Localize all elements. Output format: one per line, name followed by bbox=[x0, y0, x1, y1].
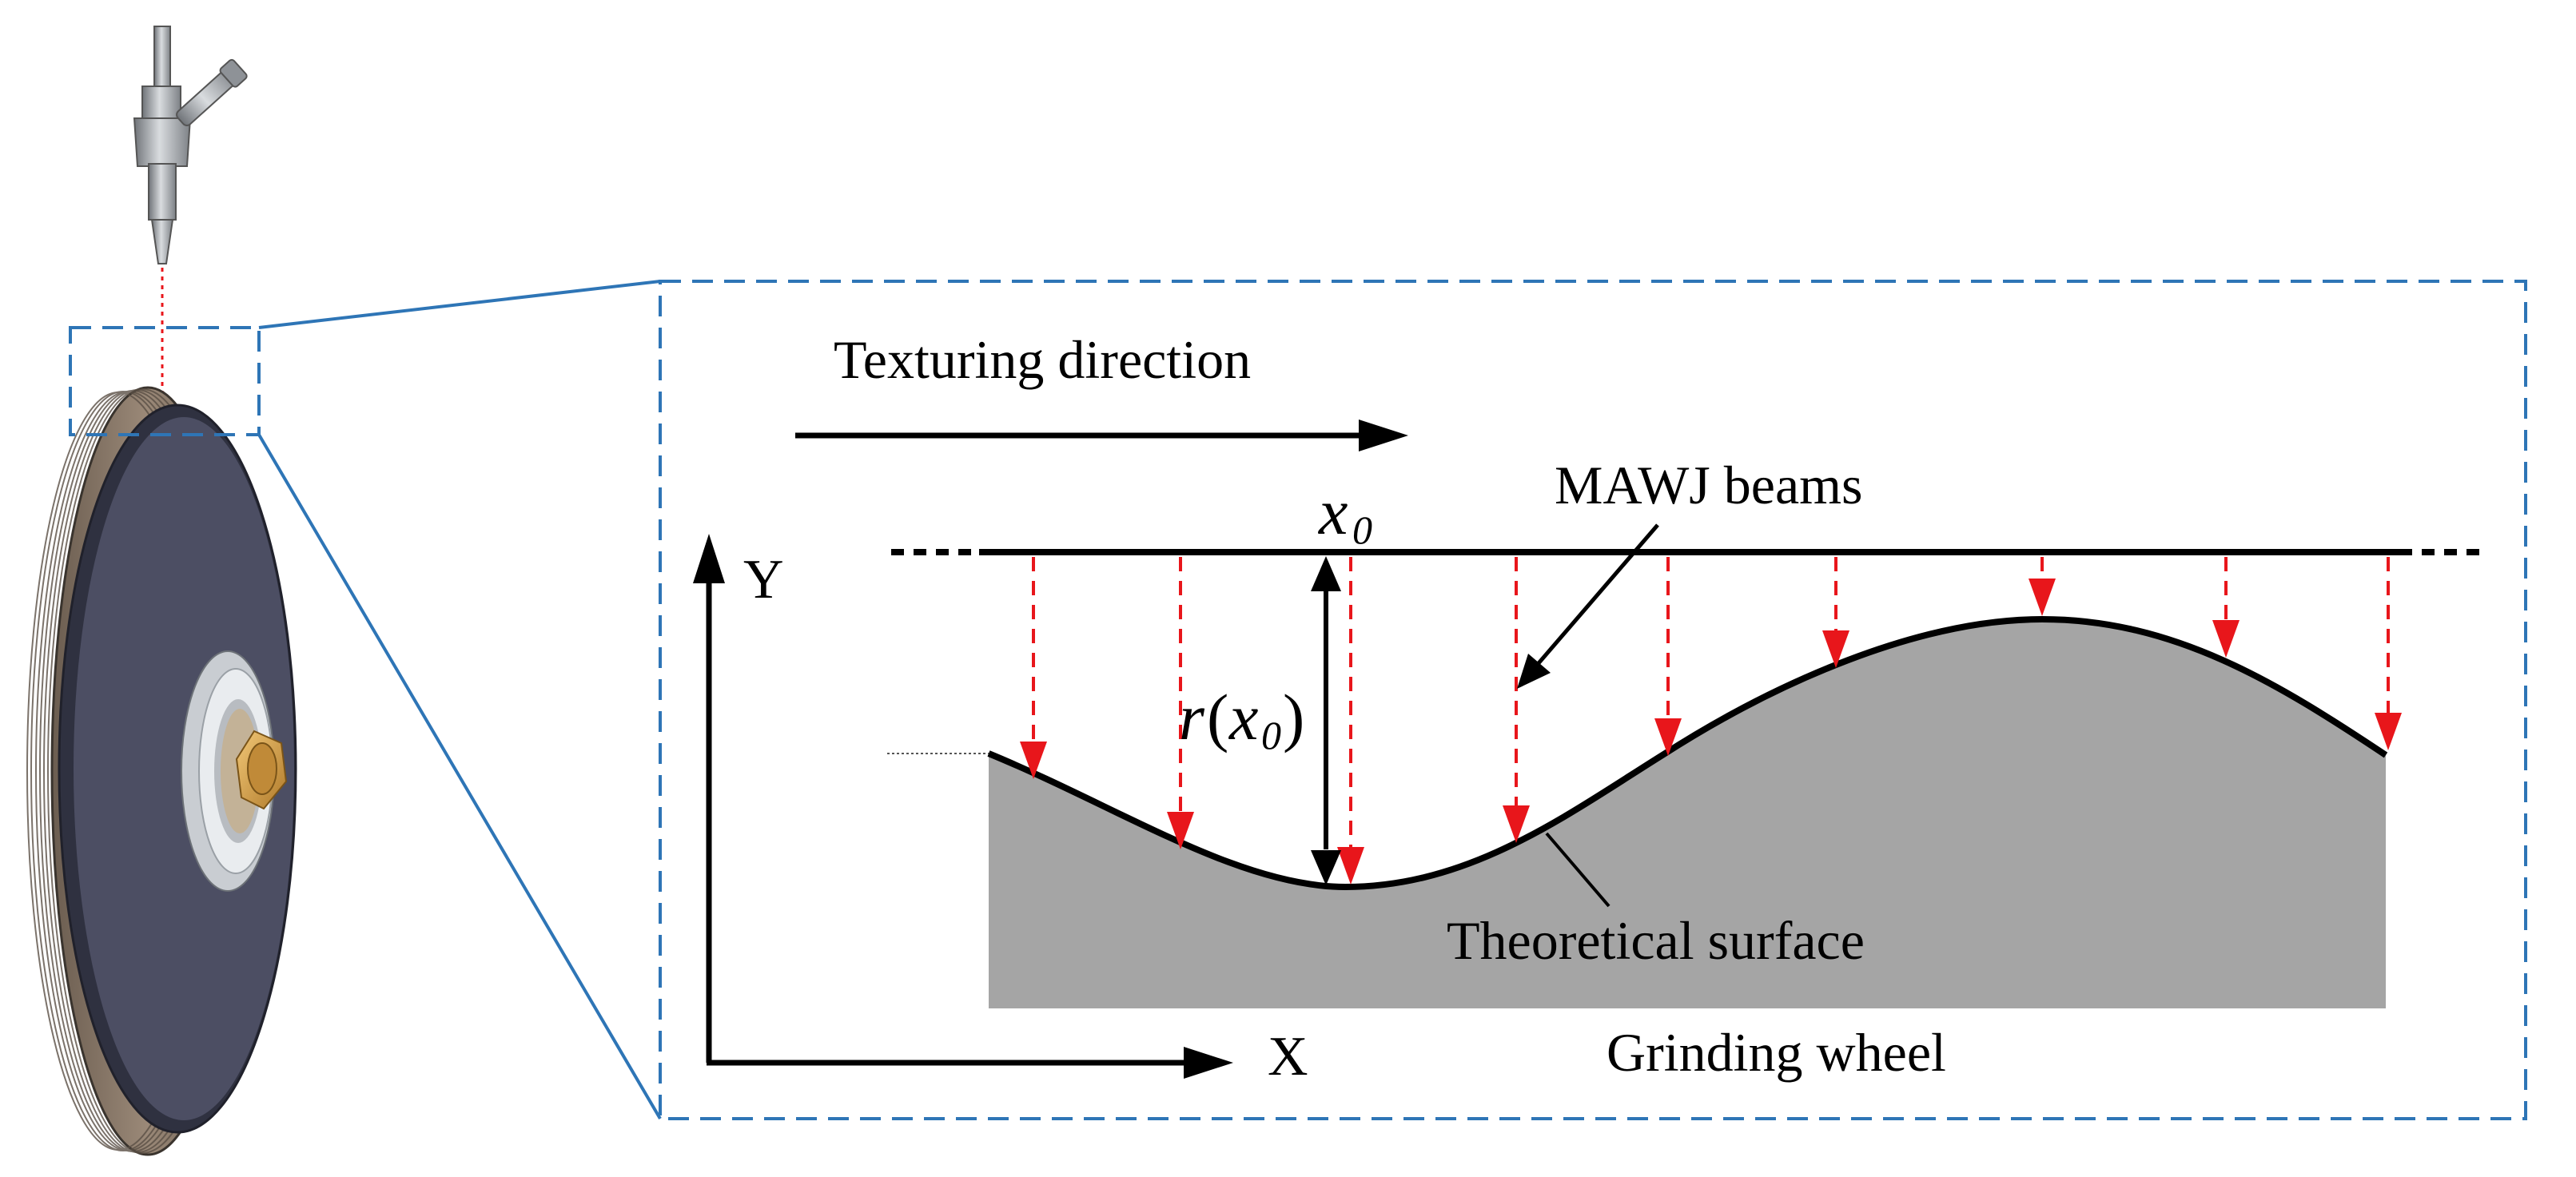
grinding-wheel-label: Grinding wheel bbox=[1607, 1022, 1946, 1083]
zoom-connector-bottom bbox=[257, 433, 662, 1120]
surface-leader-line bbox=[1545, 832, 1610, 908]
beam-6 bbox=[1822, 557, 1849, 668]
x0-base: x bbox=[1318, 475, 1348, 548]
beam-5 bbox=[1654, 557, 1682, 756]
theoretical-surface-area bbox=[989, 619, 2386, 1008]
r-arg-subscript: 0 bbox=[1261, 713, 1281, 757]
beam-3 bbox=[1337, 557, 1364, 885]
axis-y-label: Y bbox=[743, 549, 784, 610]
theoretical-surface-label: Theoretical surface bbox=[1447, 910, 1865, 971]
texturing-direction-arrow bbox=[795, 420, 1408, 451]
r-open-paren: ( bbox=[1207, 681, 1228, 754]
beams-pointer-arrow bbox=[1517, 523, 1659, 689]
axis-y bbox=[693, 534, 725, 1063]
radius-dimension-arrow bbox=[1311, 556, 1341, 885]
grinding-wheel-icon bbox=[26, 386, 297, 1156]
r-close-paren: ) bbox=[1283, 681, 1304, 754]
waterjet-nozzle-icon bbox=[133, 26, 248, 264]
mawj-beams-label: MAWJ beams bbox=[1555, 455, 1863, 515]
beam-7 bbox=[2029, 557, 2056, 616]
beam-1 bbox=[1020, 557, 1047, 779]
x0-subscript: 0 bbox=[1352, 507, 1372, 552]
zoom-connector-top bbox=[258, 280, 661, 329]
r-arg: x bbox=[1228, 681, 1258, 754]
zoom-source-box bbox=[69, 326, 261, 436]
r-x0-label: r ( x 0 ) bbox=[1179, 681, 1304, 757]
beam-8 bbox=[2212, 557, 2240, 658]
theoretical-surface-curve bbox=[987, 615, 2388, 891]
zoom-detail-frame bbox=[659, 280, 2527, 1120]
axis-x-label: X bbox=[1268, 1026, 1308, 1088]
beam-9 bbox=[2375, 557, 2402, 750]
r-func: r bbox=[1179, 681, 1205, 754]
texturing-direction-label: Texturing direction bbox=[834, 329, 1251, 390]
beam-2 bbox=[1167, 557, 1194, 849]
mawj-beams bbox=[1020, 557, 2402, 885]
beam-4 bbox=[1503, 557, 1530, 843]
x0-label: x 0 bbox=[1318, 475, 1372, 552]
axis-x bbox=[707, 1047, 1233, 1079]
